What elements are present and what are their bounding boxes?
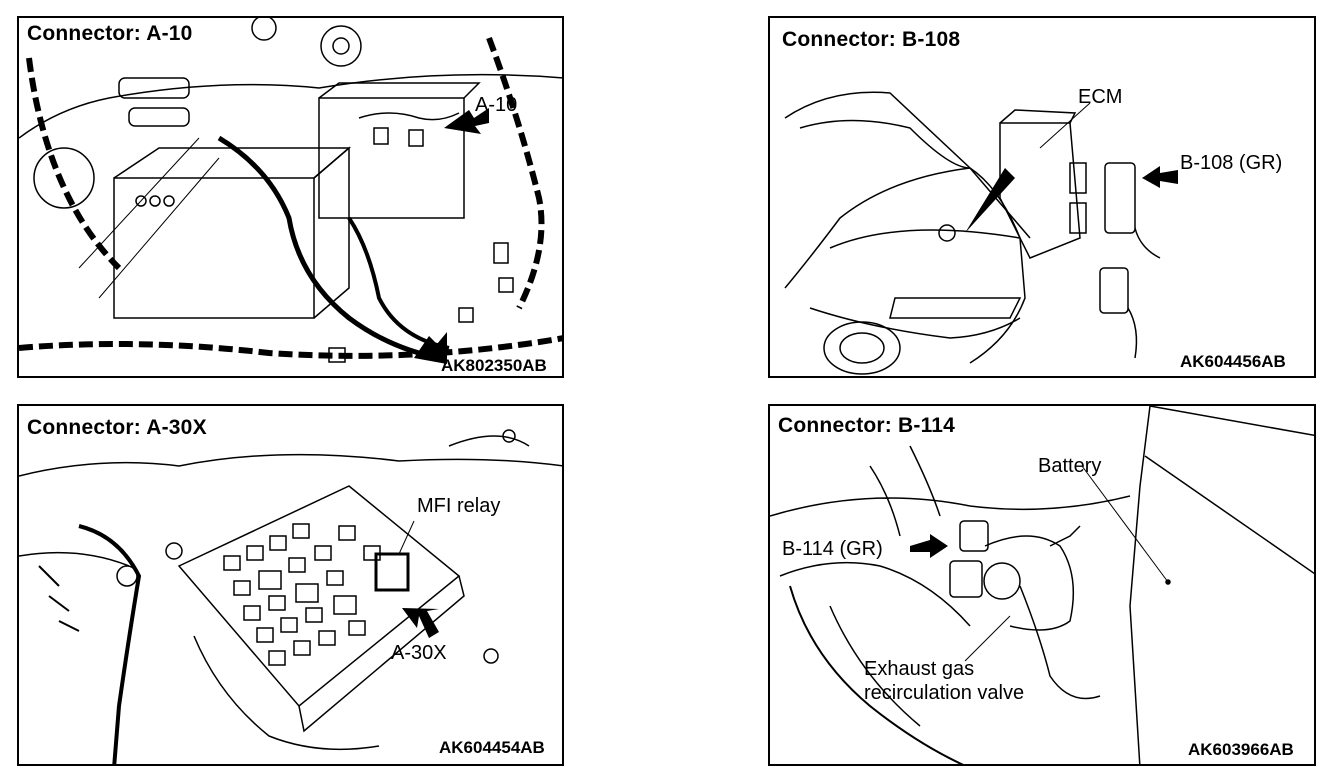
figure-code: AK603966AB: [1188, 740, 1294, 759]
relay-box-illustration: [19, 429, 562, 764]
figure-code: AK802350AB: [441, 356, 547, 375]
callout-mfi-relay: MFI relay: [417, 495, 501, 517]
panel-connector-a10: Connector: A-10 A-10 AK802350AB: [17, 16, 564, 378]
panel-title: Connector: B-108: [782, 28, 961, 51]
callout-ecm: ECM: [1078, 86, 1123, 108]
arrow-a10: [444, 108, 489, 134]
panel-title: Connector: A-30X: [27, 416, 207, 439]
callout-battery: Battery: [1038, 455, 1102, 477]
callout-a10: A-10: [475, 94, 518, 116]
pointer-ecm: [965, 168, 1015, 233]
callout-b114: B-114 (GR): [782, 538, 883, 560]
arrow-b114: [910, 534, 948, 558]
arrow-b108: [1142, 166, 1178, 188]
egr-valve-illustration: [770, 406, 1314, 764]
callout-a30x: A-30X: [391, 642, 447, 664]
panel-connector-b108: Connector: B-108 ECM B-108 (GR) AK604456…: [768, 16, 1316, 378]
callout-b108: B-108 (GR): [1180, 152, 1283, 174]
callout-egr-valve-line2: recirculation valve: [864, 682, 1025, 704]
callout-egr-valve-line1: Exhaust gas: [864, 658, 975, 680]
panel-connector-b114: Connector: B-114 Battery B-114 (GR) Exha…: [768, 404, 1316, 766]
arrow-a30x: [402, 608, 439, 638]
figure-code: AK604456AB: [1180, 352, 1286, 371]
engine-bay-illustration-a10: [19, 18, 562, 364]
panel-title: Connector: A-10: [27, 22, 193, 45]
panel-connector-a30x: Connector: A-30X MFI relay A-30X AK60445…: [17, 404, 564, 766]
panel-title: Connector: B-114: [778, 414, 956, 437]
vehicle-ecm-illustration: [784, 91, 1178, 375]
figure-code: AK604454AB: [439, 738, 545, 757]
